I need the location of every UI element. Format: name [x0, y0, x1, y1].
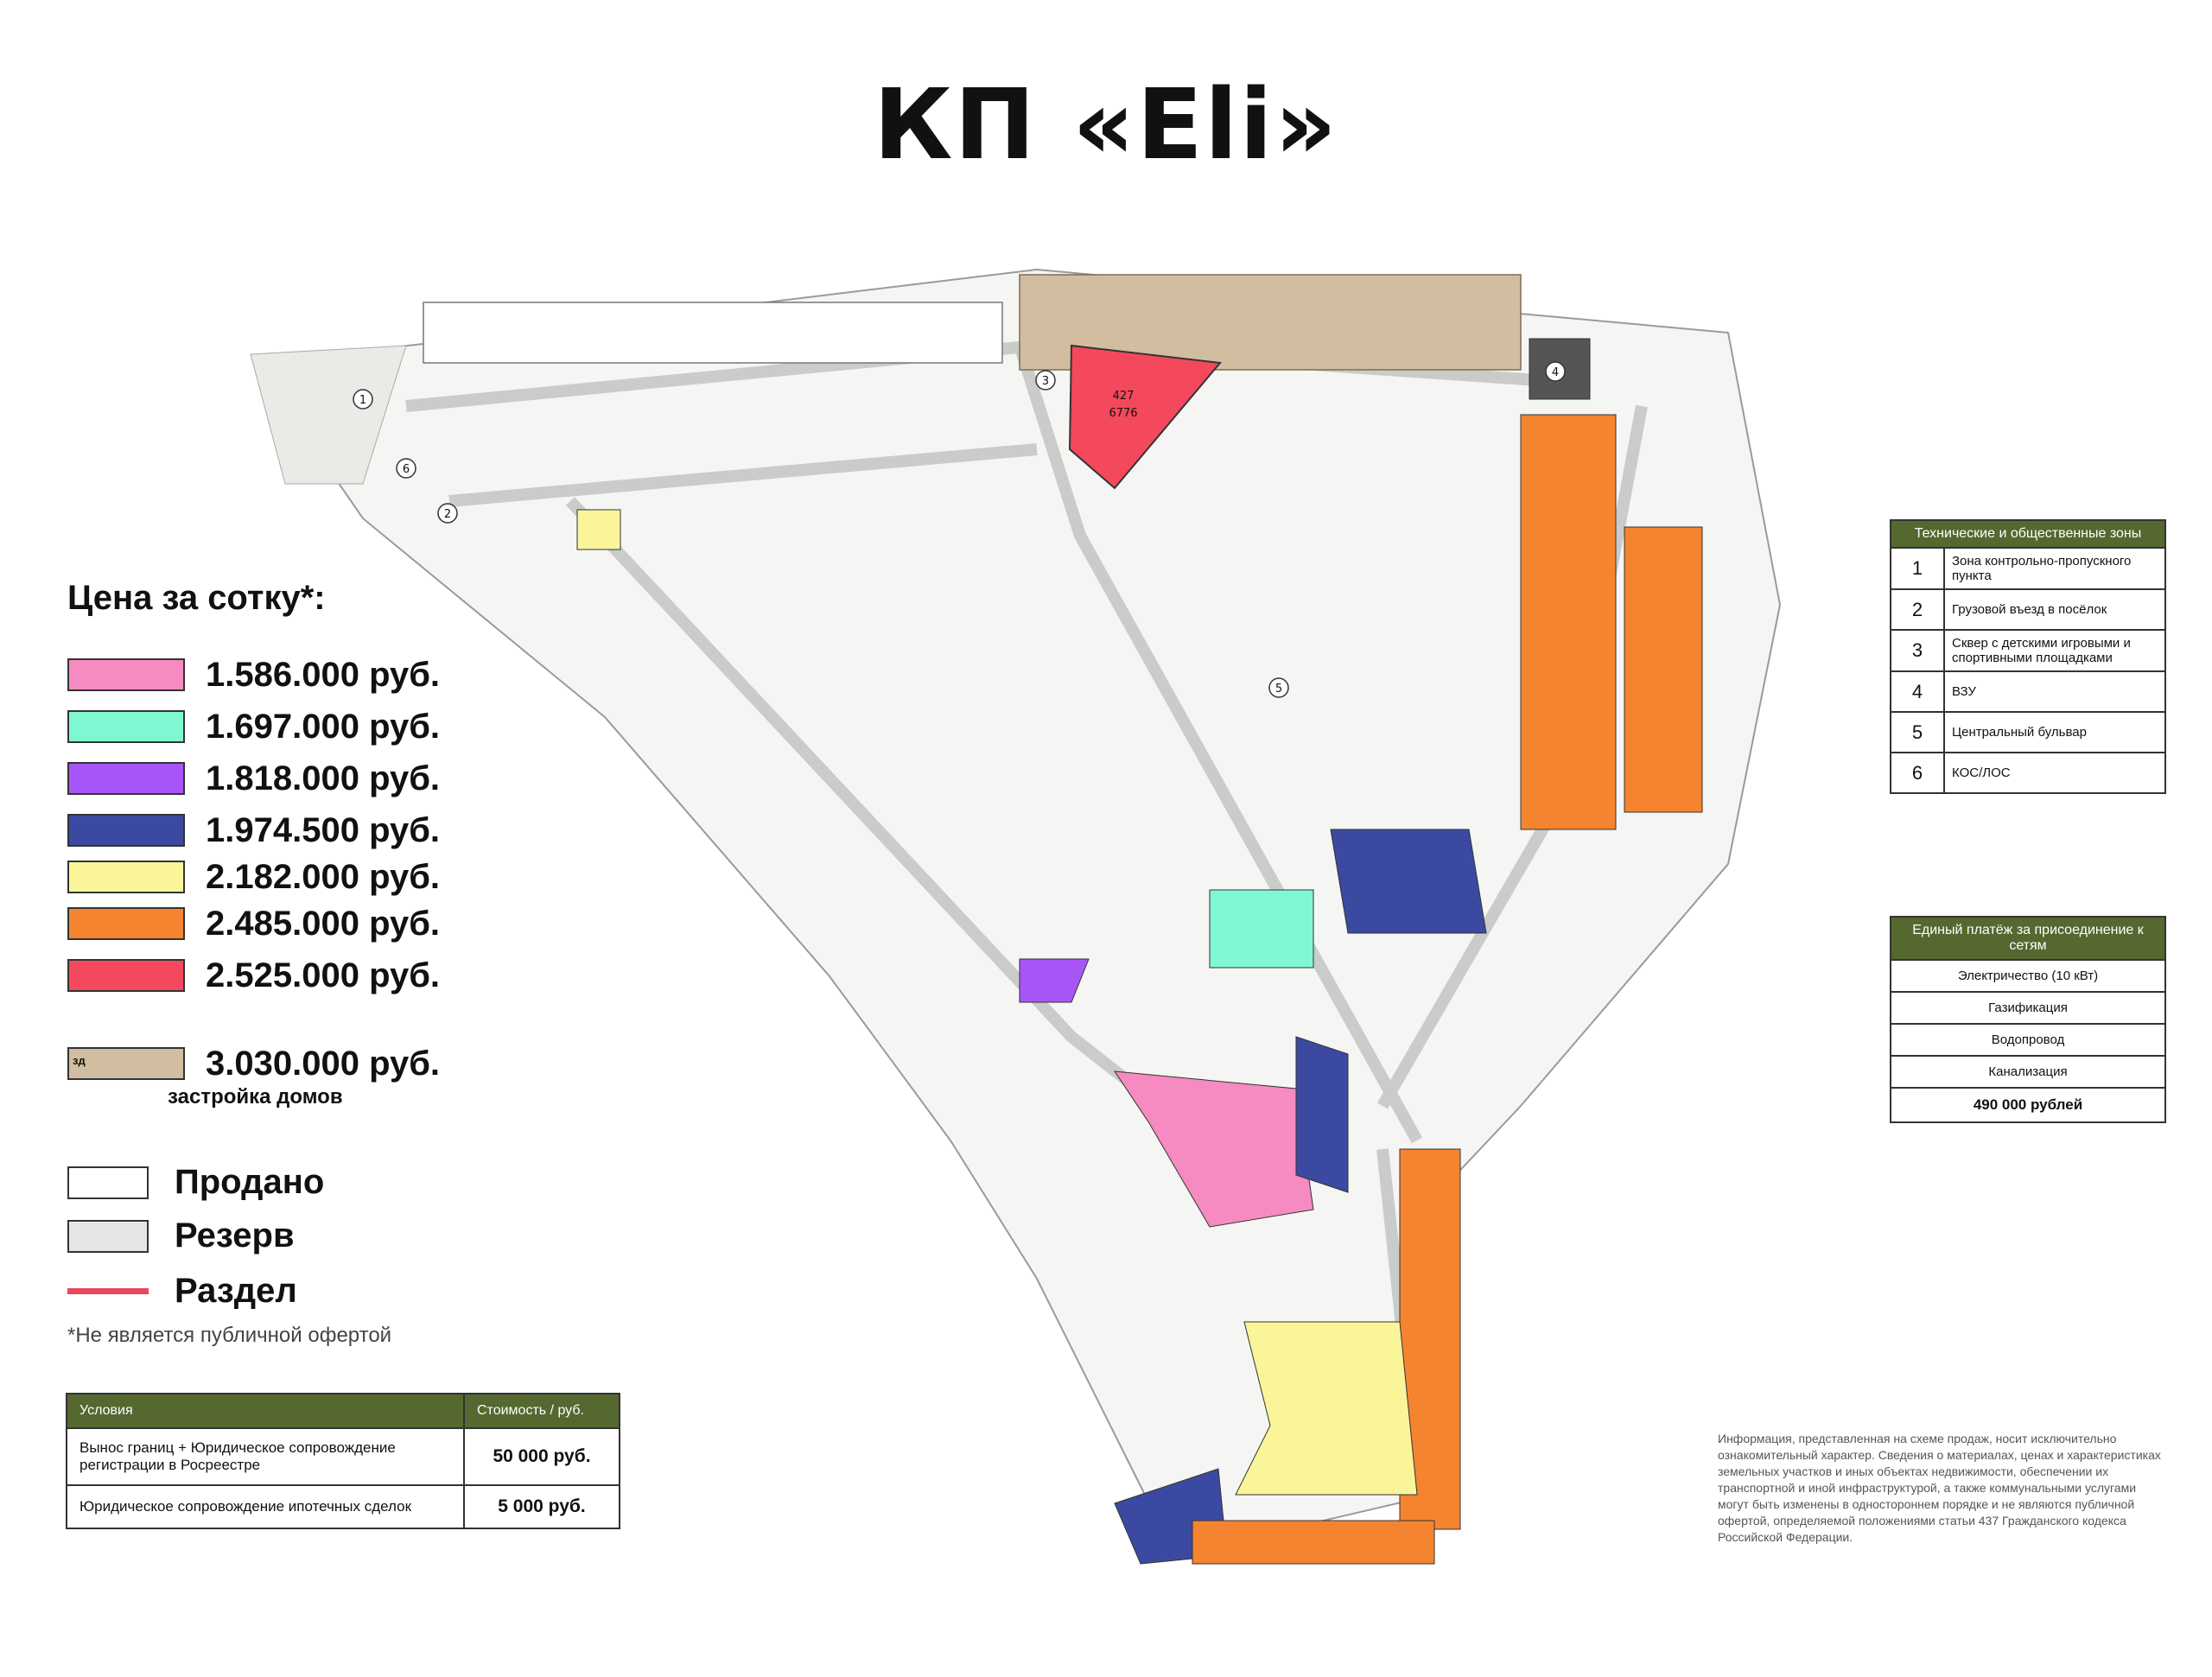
zone-num: 2 — [1890, 588, 1945, 631]
zone-marker-label: 4 — [1552, 366, 1559, 379]
zone-label: КОС/ЛОС — [1943, 752, 2166, 794]
cost-header-condition: Условия — [66, 1393, 465, 1429]
status-legend-row: Резерв — [67, 1216, 295, 1255]
status-label: Резерв — [175, 1216, 295, 1255]
fees-table: Единый платёж за присоединение к сетям Э… — [1890, 916, 2166, 1123]
build-legend-row: зд 3.030.000 руб. — [67, 1044, 440, 1083]
price-label: 1.818.000 руб. — [206, 759, 441, 797]
zone-label: Грузовой въезд в посёлок — [1943, 588, 2166, 631]
fee-item: Водопровод — [1890, 1023, 2166, 1057]
price-label: 1.697.000 руб. — [206, 707, 441, 746]
zone-label: Центральный бульвар — [1943, 711, 2166, 753]
price-legend-row: 2.485.000 руб. — [67, 904, 440, 943]
plot-427-label: 427 — [1113, 390, 1135, 403]
price-clusters — [1019, 829, 1487, 1565]
plot-427[interactable] — [1068, 344, 1222, 490]
zone-marker-label: 6 — [403, 463, 410, 476]
fee-item: Канализация — [1890, 1055, 2166, 1089]
zone-marker-label: 5 — [1275, 683, 1282, 696]
cost-condition: Вынос границ + Юридическое сопровождение… — [66, 1427, 465, 1486]
offer-note: *Не является публичной офертой — [67, 1324, 392, 1347]
status-legend-row: Продано — [67, 1163, 324, 1202]
price-swatch — [67, 658, 185, 691]
fee-item: Газификация — [1890, 991, 2166, 1025]
plot-427-area: 6776 — [1109, 407, 1137, 420]
zone-marker-label: 1 — [359, 394, 366, 407]
build-price-label: 3.030.000 руб. — [206, 1044, 441, 1083]
price-swatch — [67, 814, 185, 847]
cost-value: 50 000 руб. — [463, 1427, 620, 1486]
price-legend-row: 1.974.500 руб. — [67, 810, 440, 850]
price-label: 1.586.000 руб. — [206, 655, 441, 694]
fee-total: 490 000 рублей — [1890, 1087, 2166, 1123]
price-swatch — [67, 907, 185, 940]
price-swatch — [67, 762, 185, 795]
top-sold-strip — [423, 302, 1003, 364]
cost-table: Условия Стоимость / руб. Вынос границ + … — [66, 1393, 620, 1529]
disclaimer: Информация, представленная на схеме прод… — [1718, 1432, 2161, 1544]
fees-header: Единый платёж за присоединение к сетям — [1890, 916, 2166, 961]
page-title: КП «Eli» — [873, 69, 1339, 181]
zone-num: 3 — [1890, 629, 1945, 672]
zone-num: 6 — [1890, 752, 1945, 794]
price-heading: Цена за сотку*: — [67, 579, 326, 617]
status-swatch — [67, 1166, 149, 1199]
build-swatch: зд — [67, 1047, 185, 1080]
zone-markers — [353, 361, 1566, 698]
zones-header: Технические и общественные зоны — [1890, 519, 2166, 549]
price-swatch — [67, 710, 185, 743]
price-label: 2.485.000 руб. — [206, 904, 441, 943]
price-legend-row: 2.525.000 руб. — [67, 956, 440, 995]
status-label: Раздел — [175, 1272, 297, 1310]
zone-marker-label: 3 — [1042, 375, 1049, 388]
cost-header-price: Стоимость / руб. — [463, 1393, 620, 1429]
cost-value: 5 000 руб. — [463, 1484, 620, 1529]
price-swatch — [67, 959, 185, 992]
zone-label: Сквер с детскими игровыми и спортивными … — [1943, 629, 2166, 672]
build-sublabel: застройка домов — [168, 1085, 343, 1108]
plot-412[interactable] — [576, 509, 621, 550]
price-legend-row: 1.818.000 руб. — [67, 759, 440, 798]
zone-label: ВЗУ — [1943, 670, 2166, 713]
cost-condition: Юридическое сопровождение ипотечных сдел… — [66, 1484, 465, 1529]
fee-item: Электричество (10 кВт) — [1890, 959, 2166, 993]
price-legend-row: 2.182.000 руб. — [67, 857, 440, 897]
status-line — [67, 1288, 149, 1294]
price-swatch — [67, 861, 185, 893]
zone-num: 5 — [1890, 711, 1945, 753]
status-swatch — [67, 1219, 149, 1253]
zone-label: Зона контрольно-пропускного пункта — [1943, 547, 2166, 590]
cost-row: Юридическое сопровождение ипотечных сдел… — [66, 1484, 620, 1529]
zone-num: 1 — [1890, 547, 1945, 590]
status-label: Продано — [175, 1163, 325, 1201]
status-legend-row: Раздел — [67, 1272, 297, 1311]
zone-num: 4 — [1890, 670, 1945, 713]
build-tag: зд — [73, 1054, 86, 1067]
price-label: 1.974.500 руб. — [206, 810, 441, 849]
price-label: 2.525.000 руб. — [206, 956, 441, 994]
cost-row: Вынос границ + Юридическое сопровождение… — [66, 1427, 620, 1486]
price-legend-row: 1.586.000 руб. — [67, 655, 440, 695]
zone-marker-label: 2 — [444, 508, 451, 521]
price-label: 2.182.000 руб. — [206, 857, 441, 896]
price-legend-row: 1.697.000 руб. — [67, 707, 440, 746]
entry-road — [250, 345, 407, 485]
